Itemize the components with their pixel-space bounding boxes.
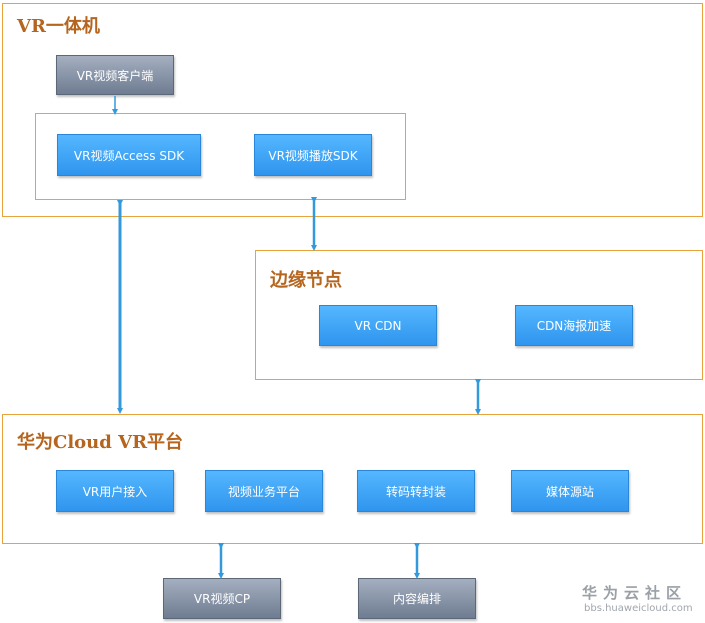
vr-user-access-node[interactable]: VR用户接入 bbox=[56, 470, 174, 512]
vr-access-sdk-node[interactable]: VR视频Access SDK bbox=[57, 134, 201, 176]
vr-play-sdk-node[interactable]: VR视频播放SDK bbox=[254, 134, 372, 176]
cdn-poster-node[interactable]: CDN海报加速 bbox=[515, 305, 633, 346]
edge-node-title: 边缘节点 bbox=[270, 270, 342, 291]
content-editing-node[interactable]: 内容编排 bbox=[358, 578, 476, 619]
cloud-vr-platform-title: 华为Cloud VR平台 bbox=[17, 432, 184, 453]
media-source-node[interactable]: 媒体源站 bbox=[511, 470, 629, 512]
vr-cdn-node[interactable]: VR CDN bbox=[319, 305, 437, 346]
watermark-title: 华为云社区 bbox=[582, 584, 688, 602]
transcode-node[interactable]: 转码转封装 bbox=[357, 470, 475, 512]
vr-video-cp-node[interactable]: VR视频CP bbox=[163, 578, 281, 619]
video-business-platform-node[interactable]: 视频业务平台 bbox=[205, 470, 323, 512]
vr-device-title: VR一体机 bbox=[17, 16, 100, 37]
vr-video-client-node[interactable]: VR视频客户端 bbox=[56, 55, 174, 95]
watermark-url: bbs.huaweicloud.com bbox=[584, 603, 693, 614]
